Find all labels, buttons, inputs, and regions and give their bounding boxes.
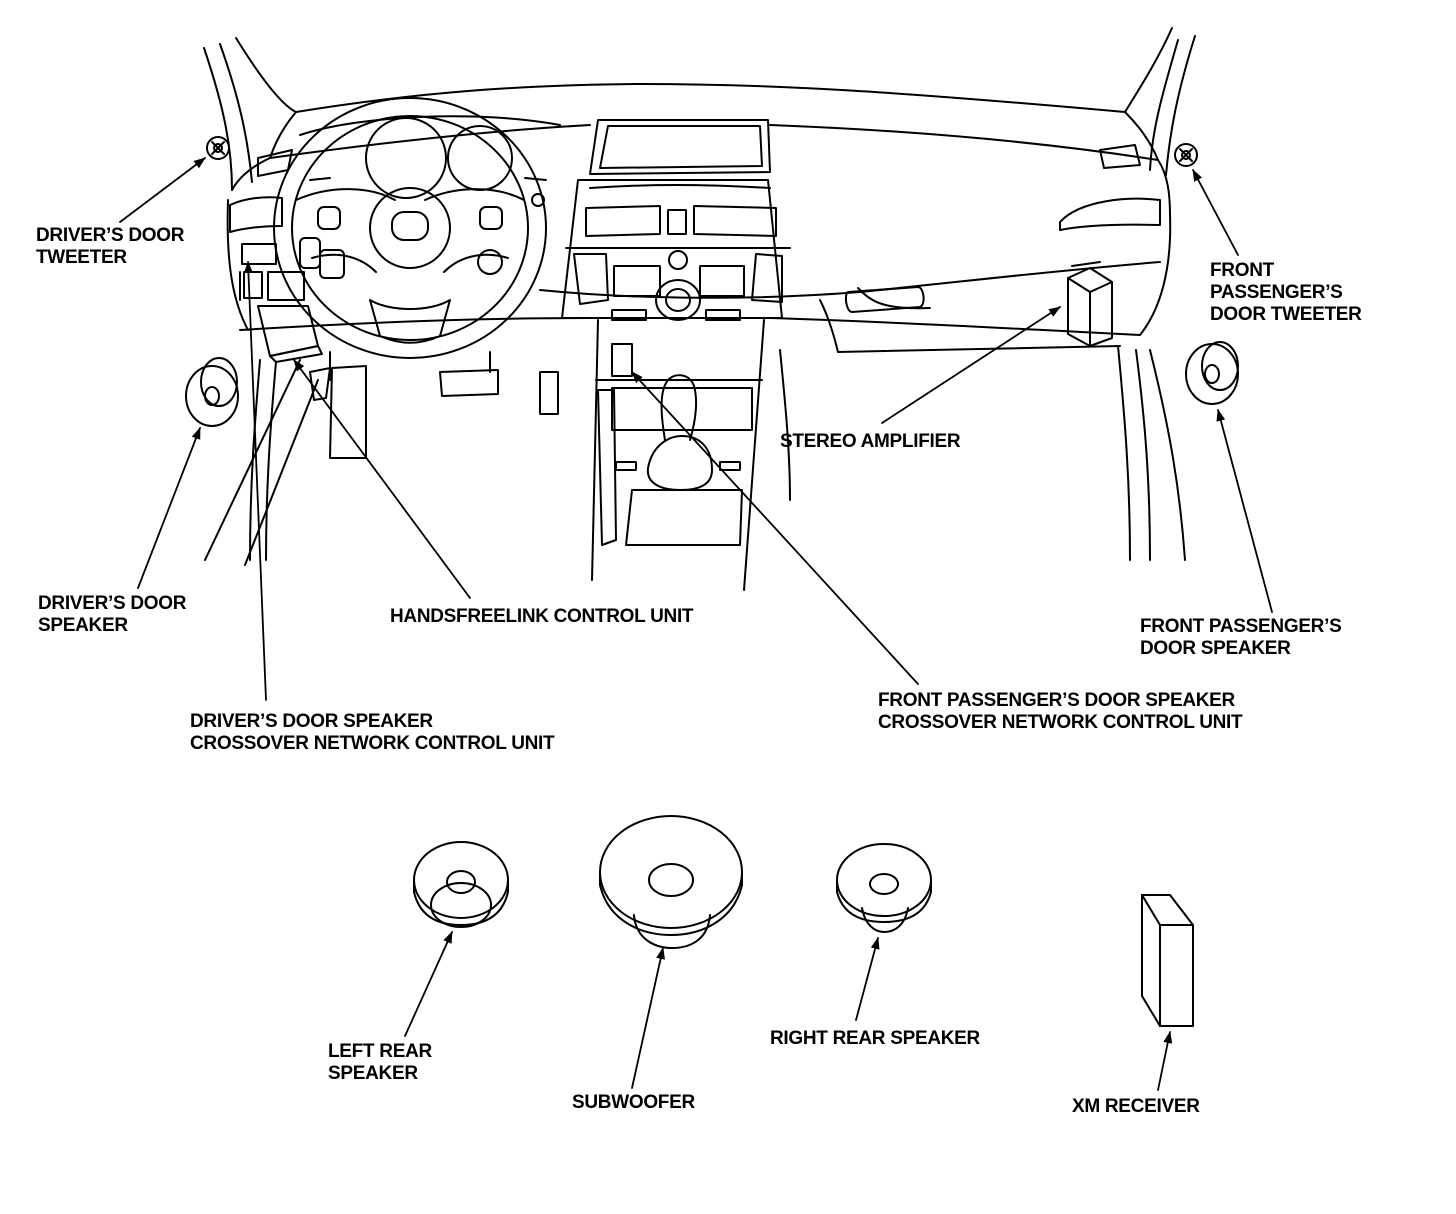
label-subwoofer: SUBWOOFER xyxy=(572,1092,695,1113)
front-passengers-door-tweeter xyxy=(1174,143,1198,167)
label-front-passengers-door-tweeter: FRONT PASSENGER’S DOOR TWEETER xyxy=(1210,260,1362,325)
label-drivers-door-speaker: DRIVER’S DOOR SPEAKER xyxy=(38,593,187,636)
pedals-and-floor xyxy=(204,345,1186,566)
label-drivers-door-tweeter: DRIVER’S DOOR TWEETER xyxy=(36,225,185,268)
left-rear-speaker xyxy=(413,841,509,928)
right-rear-speaker xyxy=(836,843,932,933)
instrument-cluster xyxy=(299,115,561,199)
label-left-rear-speaker: LEFT REAR SPEAKER xyxy=(328,1041,432,1084)
steering-wheel xyxy=(273,97,547,381)
label-stereo-amplifier: STEREO AMPLIFIER xyxy=(780,431,961,452)
dashboard-outline xyxy=(226,124,1172,353)
label-front-passengers-door-speaker: FRONT PASSENGER’S DOOR SPEAKER xyxy=(1140,616,1342,659)
center-stack xyxy=(561,119,791,591)
label-right-rear-speaker: RIGHT REAR SPEAKER xyxy=(770,1028,980,1049)
leader-arrows xyxy=(119,157,1273,1091)
windshield-and-pillars xyxy=(203,27,1196,191)
drivers-door-tweeter xyxy=(206,136,230,160)
label-xm-receiver: XM RECEIVER xyxy=(1072,1096,1200,1117)
drivers-door-speaker xyxy=(185,357,239,427)
subwoofer xyxy=(599,815,743,949)
stereo-amplifier xyxy=(1067,261,1113,347)
label-drivers-crossover-control-unit: DRIVER’S DOOR SPEAKER CROSSOVER NETWORK … xyxy=(190,711,555,754)
xm-receiver xyxy=(1141,894,1194,1027)
label-handsfreelink-control-unit: HANDSFREELINK CONTROL UNIT xyxy=(390,606,694,627)
front-passengers-door-speaker xyxy=(1185,341,1239,405)
label-front-passengers-crossover-control-unit: FRONT PASSENGER’S DOOR SPEAKER CROSSOVER… xyxy=(878,690,1243,733)
driver-lower-dash xyxy=(239,243,323,363)
